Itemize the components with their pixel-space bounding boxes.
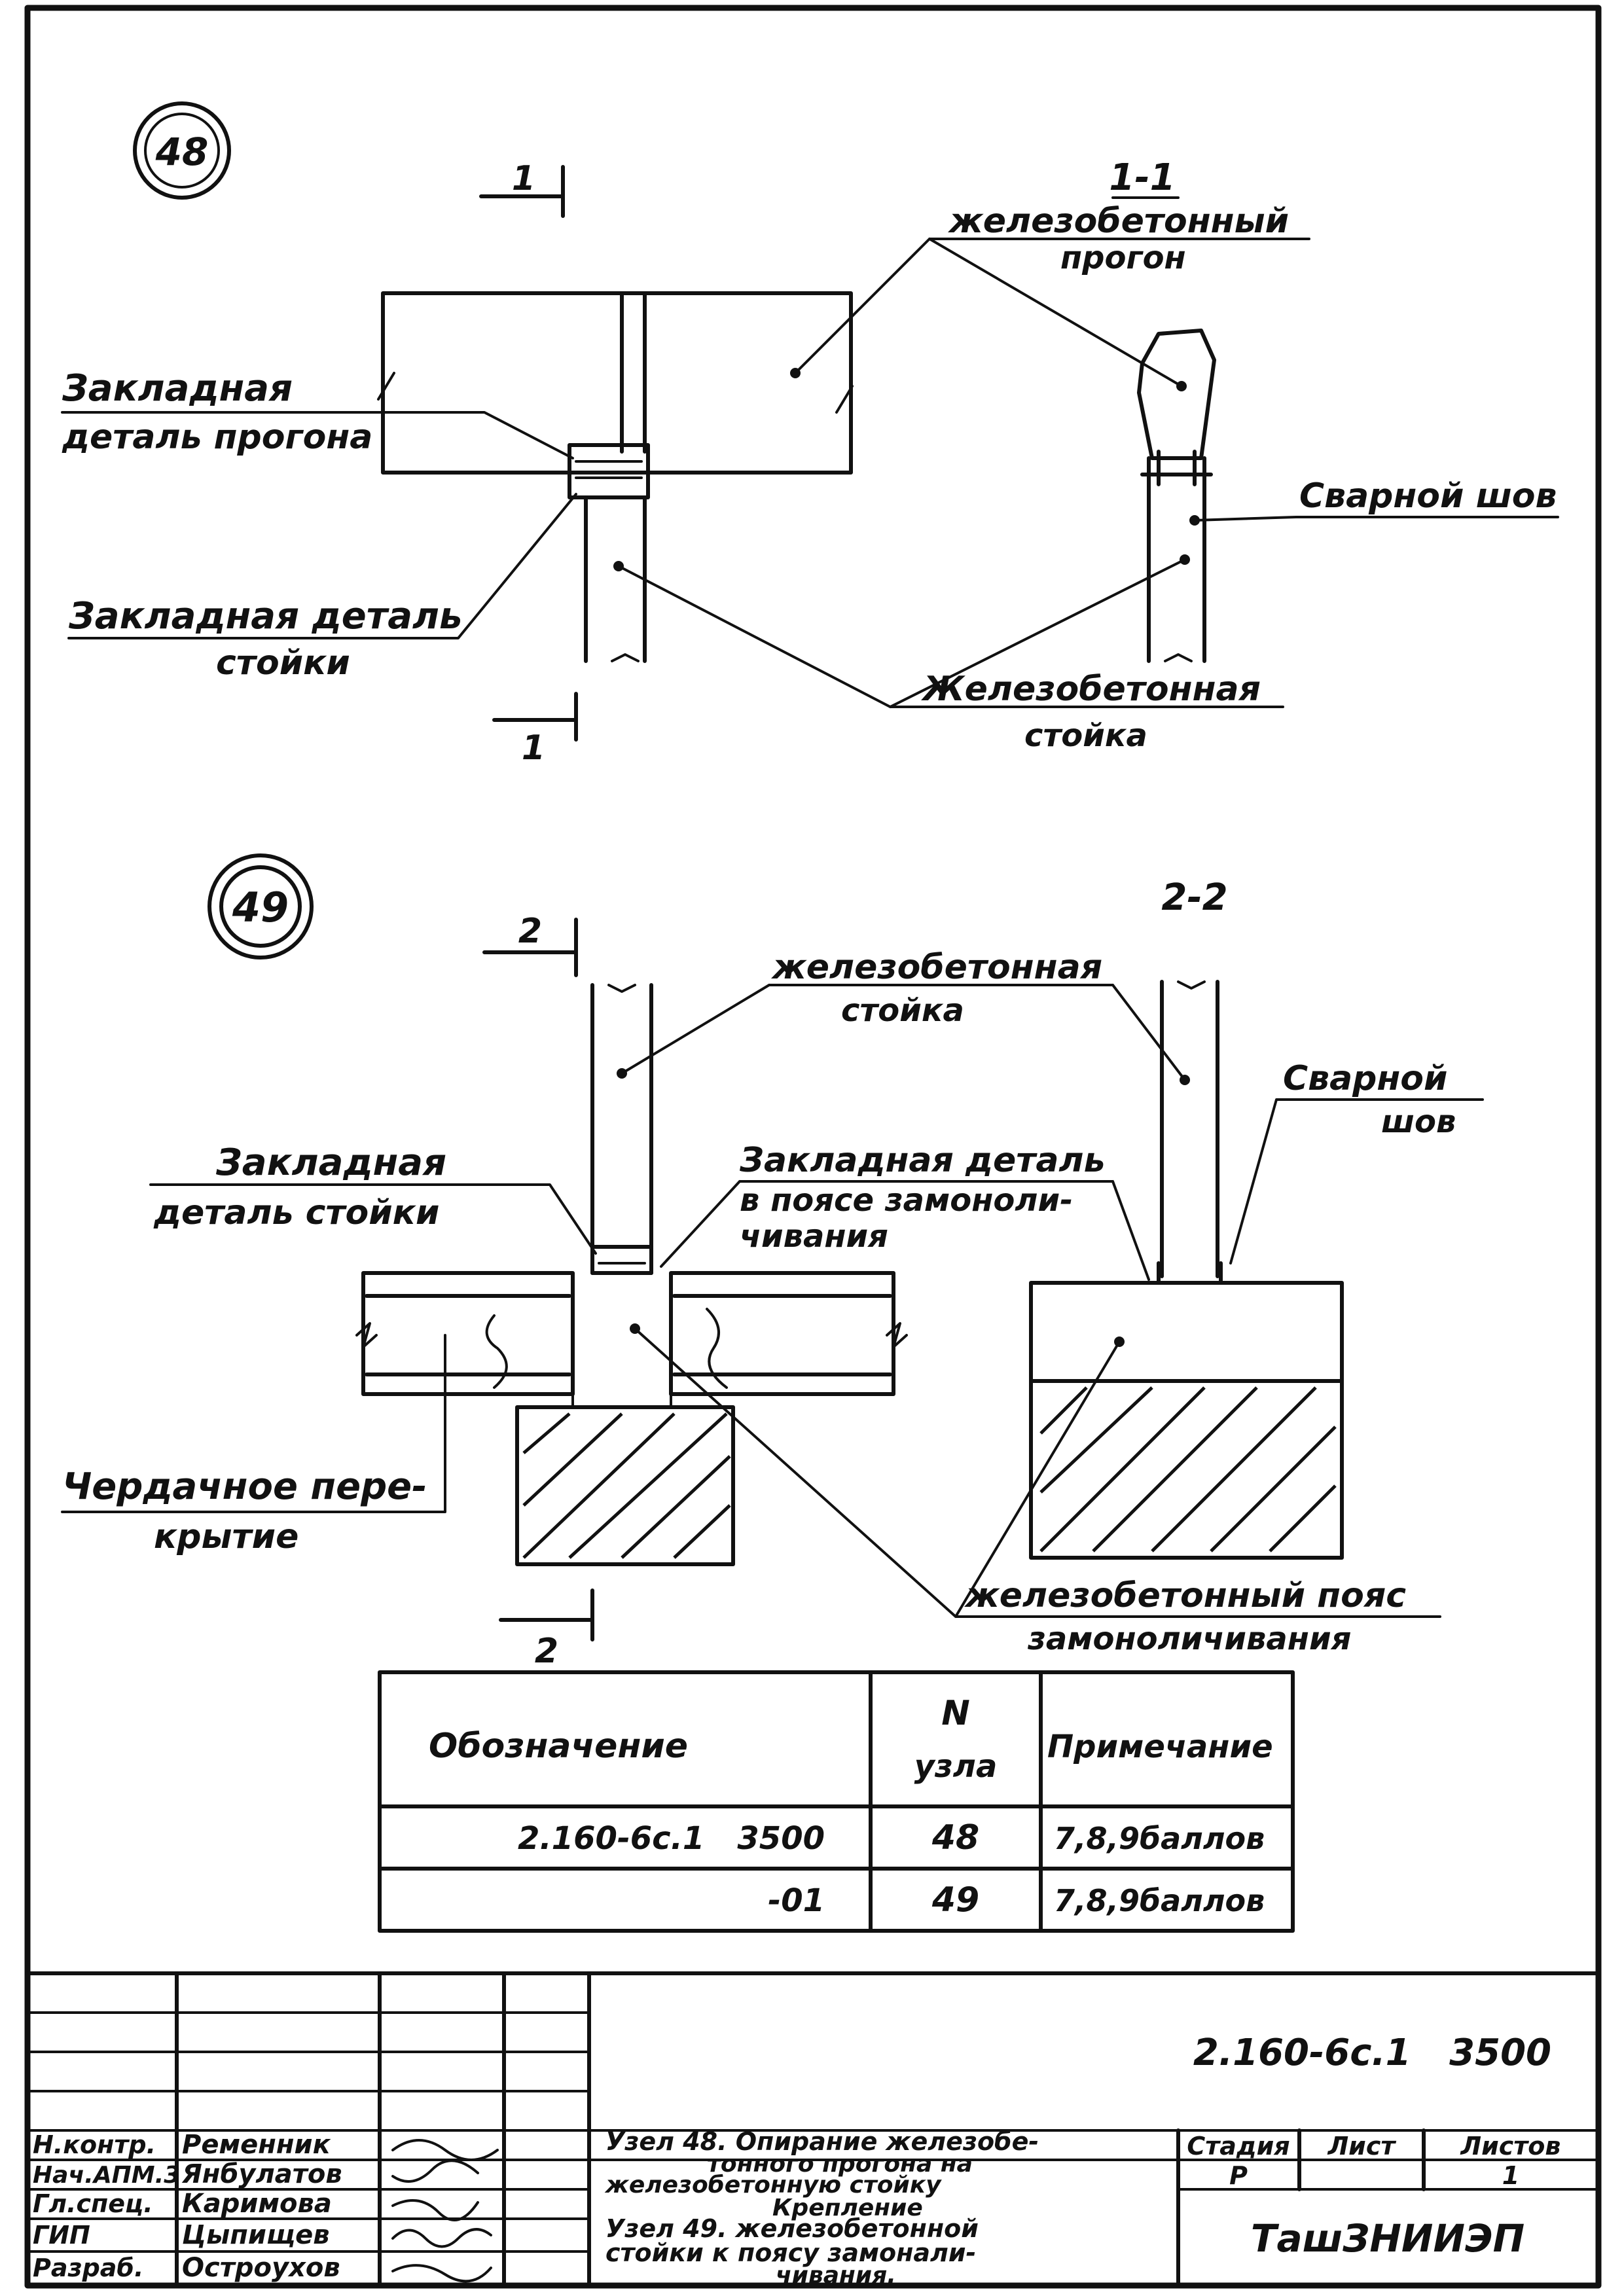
node-48: 48 1 1 1-1 железобетонный прогон Закладн… <box>61 101 1559 768</box>
node-49-label-floor-2: крытие <box>154 1517 298 1556</box>
name-3: Каримова <box>182 2189 332 2219</box>
name-2: Янбулатов <box>181 2159 342 2189</box>
node-48-label-post-2: стойка <box>1024 717 1147 754</box>
node-49-section-mark-bottom: 2 <box>535 1632 558 1671</box>
node-49-label-floor-1: Чердачное пере- <box>62 1465 427 1508</box>
sheet-frame <box>24 5 1602 2289</box>
node-49-slab-right <box>669 1271 895 1396</box>
spec-header-designation: Обозначение <box>429 1727 688 1766</box>
spec-row1-note: 7,8,9баллов <box>1054 1821 1265 1856</box>
node-48-label-beam-1: железобетонный <box>948 202 1289 241</box>
role-4: ГИП <box>33 2221 90 2250</box>
sheet-header: Лист <box>1327 2132 1397 2161</box>
node-48-section-post <box>1147 456 1206 663</box>
node-48-purlin <box>381 291 853 475</box>
role-5: Разраб. <box>33 2253 143 2282</box>
node-49-label-belt-insert-1: Закладная деталь <box>739 1141 1105 1180</box>
title-line-6: стойки к поясу замонали- <box>605 2238 976 2267</box>
sheets-value: 1 <box>1502 2161 1519 2190</box>
node-49-post-insert <box>590 1245 653 1275</box>
role-2: Нач.АПМ.3 <box>33 2162 180 2189</box>
node-49-label-weld-1: Сварной <box>1283 1059 1447 1098</box>
node-48-label-post-insert-1: Закладная деталь <box>68 595 462 637</box>
organization: ТашЗНИИЭП <box>1251 2216 1525 2261</box>
title-line-4: Крепление <box>772 2195 923 2221</box>
spec-table: Обозначение N узла Примечание 2.160-6с.1… <box>378 1670 1295 1933</box>
node-48-label-weld: Сварной шов <box>1299 476 1557 516</box>
node-49-section-belt <box>1029 1281 1344 1383</box>
node-49-label-post-insert-1: Закладная <box>215 1141 446 1184</box>
node-49-section-title: 2-2 <box>1161 876 1227 919</box>
node-49-label-weld-2: шов <box>1381 1103 1456 1140</box>
node-48-post <box>584 495 647 663</box>
doc-code: 2.160-6с.1 3500 <box>1193 2032 1551 2074</box>
node-49-section-wall <box>1029 1379 1344 1560</box>
node-48-beam-insert <box>568 443 650 499</box>
table-row: 2.160-6с.1 3500 48 7,8,9баллов <box>518 1818 1265 1857</box>
node-49-label-belt-insert-3: чивания <box>740 1218 888 1255</box>
node-48-section-weld <box>1140 450 1213 486</box>
node-48-label-beam-2: прогон <box>1060 240 1186 276</box>
node-48-section-purlin <box>1137 329 1216 460</box>
title-line-2: тонного прогона на <box>707 2151 973 2178</box>
spec-row2-note: 7,8,9баллов <box>1054 1883 1265 1918</box>
signature-scribbles <box>391 2139 499 2283</box>
spec-row1-designation: 2.160-6с.1 3500 <box>518 1820 825 1857</box>
node-48-section-mark-top: 1 <box>512 159 535 198</box>
spec-header-node: узла <box>914 1748 998 1785</box>
role-3: Гл.спец. <box>33 2189 153 2218</box>
node-49-badge-inner <box>219 865 302 948</box>
node-48-label-beam-insert-1: Закладная <box>62 367 293 410</box>
spec-header-node-n: N <box>941 1694 970 1733</box>
node-49-label-belt-insert-2: в поясе замоноли- <box>740 1182 1073 1219</box>
name-1: Ременник <box>182 2130 331 2160</box>
node-49-post <box>590 983 653 1275</box>
node-49-badge-outer <box>208 853 314 960</box>
node-48-label-beam-insert-2: деталь прогона <box>62 418 372 457</box>
table-row: -01 49 7,8,9баллов <box>768 1880 1265 1920</box>
stage-value: Р <box>1229 2161 1248 2190</box>
node-49-label-belt-2: замоноличивания <box>1027 1621 1351 1657</box>
node-49-label-belt-1: железобетонный пояс <box>964 1576 1406 1615</box>
title-line-5: Узел 49. железобетонной <box>605 2214 979 2243</box>
node-49-number: 49 <box>232 884 289 931</box>
stage-header: Стадия <box>1187 2132 1290 2161</box>
node-49: 49 2 2 2-2 железобетон <box>61 853 1484 1671</box>
spec-row2-designation: -01 <box>768 1882 825 1919</box>
title-line-1: Узел 48. Опирание железобе- <box>605 2127 1039 2156</box>
spec-row1-node: 48 <box>931 1818 979 1857</box>
title-block: 2.160-6с.1 3500 Н.контр. Нач.АПМ.3 Гл.сп… <box>26 1971 1600 2289</box>
title-line-7: чивания. <box>776 2262 896 2289</box>
node-49-section-post <box>1160 980 1219 1278</box>
node-49-slab-left <box>361 1271 575 1396</box>
node-48-number: 48 <box>155 130 209 174</box>
name-5: Остроухов <box>182 2253 340 2283</box>
node-48-section-mark-bottom: 1 <box>522 728 545 768</box>
node-49-label-post-2: стойка <box>841 992 964 1029</box>
sheets-header: Листов <box>1460 2132 1561 2161</box>
node-48-badge-outer <box>133 101 231 200</box>
node-48-badge-inner <box>144 113 220 188</box>
name-4: Цыпищев <box>182 2220 330 2250</box>
node-48-section-title: 1-1 <box>1109 156 1175 199</box>
node-49-wall <box>515 1405 735 1566</box>
node-49-section-mark-top: 2 <box>518 912 542 951</box>
spec-header-note: Примечание <box>1047 1729 1273 1765</box>
node-49-label-post-insert-2: деталь стойки <box>153 1193 439 1232</box>
node-49-label-post-1: железобетонная <box>771 948 1102 987</box>
spec-row2-node: 49 <box>931 1880 979 1920</box>
role-1: Н.контр. <box>33 2130 156 2159</box>
node-48-label-post-1: Железобетонная <box>921 670 1261 709</box>
node-48-label-post-insert-2: стойки <box>216 643 350 683</box>
title-line-3: железобетонную стойку <box>604 2172 942 2198</box>
